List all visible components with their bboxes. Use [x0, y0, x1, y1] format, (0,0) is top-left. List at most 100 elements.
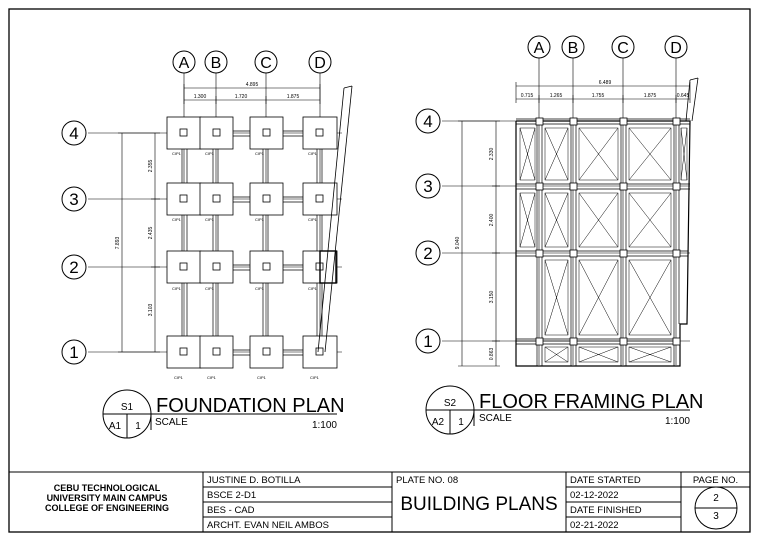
- student-name: JUSTINE D. BOTILLA: [207, 475, 301, 486]
- framing-dim-top: 0.645: [677, 93, 690, 99]
- foundation-row-4: 4: [69, 124, 78, 143]
- floor-framing-plan: A B C D 4 3 2 1: [415, 35, 703, 435]
- framing-title: FLOOR FRAMING PLAN: [479, 391, 703, 413]
- footing-tag: CIP1: [205, 151, 215, 156]
- foundation-dim-left: 2.355: [148, 160, 154, 173]
- foundation-row-bubbles: 4 3 2 1: [61, 120, 87, 365]
- date-finished-value: 02-21-2022: [570, 520, 619, 531]
- foundation-dim-left: 3.103: [148, 304, 154, 317]
- framing-dims-left: [458, 120, 500, 367]
- footing-tag: CIP1: [257, 375, 267, 380]
- foundation-dims-top: [183, 84, 321, 104]
- course-name: BES - CAD: [207, 505, 255, 516]
- framing-col-d: D: [670, 40, 682, 57]
- foundation-column-bubbles: A B C D: [172, 50, 332, 74]
- foundation-col-c: C: [260, 55, 272, 72]
- foundation-title: FOUNDATION PLAN: [156, 395, 345, 417]
- foundation-title-callout: S1 A1 1 FOUNDATION PLAN SCALE 1:100: [102, 389, 345, 439]
- foundation-dim-left: 2.435: [148, 227, 154, 240]
- school-name: CEBU TECHNOLOGICAL UNIVERSITY MAIN CAMPU…: [12, 483, 202, 513]
- footing-tag: CIP1: [308, 151, 318, 156]
- framing-dim-top: 1.755: [592, 93, 605, 99]
- foundation-dim-top: 1.300: [194, 94, 207, 100]
- foundation-tie-beams: [181, 130, 323, 356]
- framing-columns: [535, 117, 681, 346]
- school-line-1: CEBU TECHNOLOGICAL: [53, 483, 161, 493]
- framing-dim-left: 3.150: [489, 291, 495, 304]
- framing-row-1: 1: [423, 332, 432, 351]
- framing-row-4: 4: [423, 112, 432, 131]
- framing-grid-lines: [442, 58, 690, 365]
- foundation-callout-right: 1: [135, 421, 141, 432]
- framing-callout-left: A2: [432, 417, 445, 428]
- foundation-col-a: A: [179, 55, 190, 72]
- framing-scale-value: 1:100: [665, 416, 690, 427]
- school-line-3: COLLEGE OF ENGINEERING: [44, 503, 169, 513]
- framing-dim-top: 1.265: [550, 93, 563, 99]
- footing-tag: CIP1: [255, 217, 265, 222]
- plate-title: BUILDING PLANS: [400, 494, 558, 515]
- footing-tag: CIP1: [172, 217, 182, 222]
- foundation-scale-value: 1:100: [312, 420, 337, 431]
- title-block-grid: [9, 471, 750, 532]
- foundation-dim-top: 1.720: [235, 94, 248, 100]
- student-section: BSCE 2-D1: [207, 490, 257, 501]
- framing-column-bubbles: A B C D: [527, 35, 688, 59]
- framing-stair-outline: [685, 77, 699, 122]
- framing-dim-left: 2.330: [489, 148, 495, 161]
- date-started-value: 02-12-2022: [570, 490, 619, 501]
- page-number-label: PAGE NO.: [692, 475, 739, 486]
- foundation-scale-label: SCALE: [155, 417, 188, 428]
- framing-scale-label: SCALE: [479, 413, 512, 424]
- foundation-dim-top: 1.875: [287, 94, 300, 100]
- instructor-name: ARCHT. EVAN NEIL AMBOS: [207, 520, 329, 531]
- framing-row-3: 3: [423, 177, 432, 196]
- footing-tag: CIP1: [205, 286, 215, 291]
- foundation-plan: A B C D 4 3 2 1: [61, 50, 353, 439]
- framing-title-callout: S2 A2 1 FLOOR FRAMING PLAN SCALE 1:100: [425, 385, 703, 435]
- foundation-row-2: 2: [69, 258, 78, 277]
- foundation-dim-total-top: 4.895: [246, 82, 259, 88]
- footing-tag: CIP1: [207, 375, 217, 380]
- framing-dim-left: 0.863: [489, 348, 495, 361]
- footing-tag: CIP1: [172, 151, 182, 156]
- page-current: 2: [713, 493, 719, 504]
- sheet-border: [8, 8, 751, 533]
- foundation-sheet-code: S1: [121, 402, 134, 413]
- footing-tag: CIP1: [205, 217, 215, 222]
- framing-row-2: 2: [423, 244, 432, 263]
- date-started-label: DATE STARTED: [570, 475, 641, 486]
- foundation-row-1: 1: [69, 343, 78, 362]
- framing-dim-total-left: 9.040: [455, 237, 461, 250]
- framing-row-bubbles: 4 3 2 1: [415, 108, 441, 354]
- school-line-2: UNIVERSITY MAIN CAMPUS: [46, 493, 168, 503]
- framing-callout-right: 1: [458, 417, 464, 428]
- foundation-col-b: B: [211, 55, 222, 72]
- plate-number: PLATE NO. 08: [396, 475, 459, 486]
- foundation-callout-left: A1: [109, 421, 122, 432]
- framing-sheet-code: S2: [444, 398, 457, 409]
- framing-dim-left: 2.400: [489, 214, 495, 227]
- footing-tag: CIP1: [172, 286, 182, 291]
- footing-tag: CIP1: [255, 151, 265, 156]
- foundation-dims-left: [118, 132, 160, 353]
- foundation-dim-total-left: 7.893: [115, 237, 121, 250]
- framing-dim-total-top: 6.489: [599, 80, 612, 86]
- footing-tag: CIP1: [308, 217, 318, 222]
- framing-dim-top: 0.715: [521, 93, 534, 99]
- foundation-columns: [179, 128, 324, 356]
- footing-tag: CIP1: [255, 286, 265, 291]
- page-total: 3: [713, 511, 719, 522]
- framing-col-a: A: [534, 40, 545, 57]
- foundation-col-d: D: [314, 55, 326, 72]
- framing-col-b: B: [568, 40, 579, 57]
- framing-col-c: C: [617, 40, 629, 57]
- framing-slab-panels: [519, 127, 688, 363]
- footing-tag: CIP1: [174, 375, 184, 380]
- foundation-row-3: 3: [69, 190, 78, 209]
- framing-beams: [516, 118, 690, 366]
- framing-dims-top: [515, 82, 691, 103]
- date-finished-label: DATE FINISHED: [570, 505, 642, 516]
- framing-dim-top: 1.875: [644, 93, 657, 99]
